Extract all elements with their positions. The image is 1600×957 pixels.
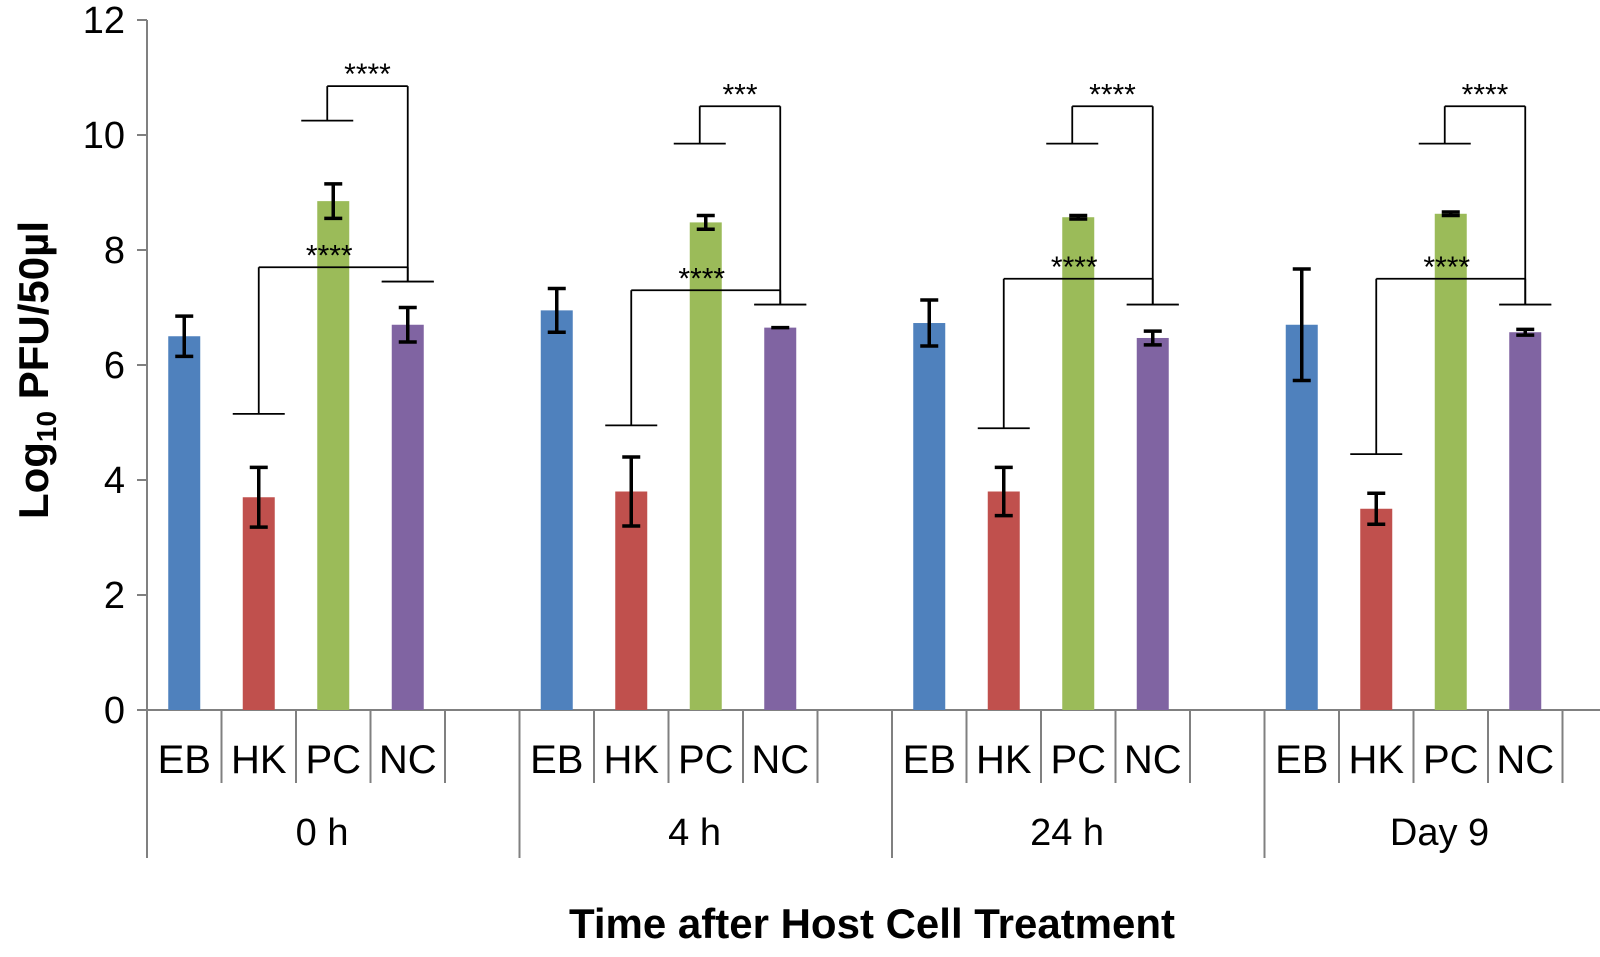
group-label: 4 h [668, 812, 721, 854]
y-tick-label: 6 [104, 345, 125, 387]
significance-label: **** [1051, 251, 1098, 284]
bar [615, 491, 648, 710]
category-label: NC [379, 738, 437, 782]
category-label: EB [1275, 738, 1328, 782]
bar [1360, 508, 1393, 710]
y-tick-label: 8 [104, 230, 125, 272]
y-tick-label: 10 [83, 115, 125, 157]
category-label: EB [903, 738, 956, 782]
category-label: HK [1348, 738, 1404, 782]
category-label: PC [1050, 738, 1106, 782]
bar [689, 222, 722, 710]
bar [1062, 217, 1095, 710]
y-tick-label: 0 [104, 690, 125, 732]
group-label: Day 9 [1390, 812, 1489, 854]
bar [540, 310, 573, 710]
significance-label: **** [1423, 251, 1470, 284]
bar [242, 497, 275, 710]
category-label: EB [158, 738, 211, 782]
category-label: HK [603, 738, 659, 782]
bar [317, 201, 350, 710]
category-label: EB [530, 738, 583, 782]
bar [168, 336, 201, 710]
significance-label: *** [722, 78, 757, 111]
bar [1285, 324, 1318, 710]
category-label: PC [678, 738, 734, 782]
category-label: NC [1124, 738, 1182, 782]
category-label: HK [976, 738, 1032, 782]
significance-label: **** [678, 262, 725, 295]
bar [391, 324, 424, 710]
y-tick-label: 4 [104, 460, 125, 502]
significance-label: **** [1089, 78, 1136, 111]
significance-label: **** [344, 58, 391, 91]
x-axis-title: Time after Host Cell Treatment [569, 900, 1175, 947]
y-tick-label: 12 [83, 0, 125, 42]
significance-label: **** [1462, 78, 1509, 111]
bar [987, 491, 1020, 710]
bar [1136, 337, 1169, 710]
category-label: NC [1496, 738, 1554, 782]
category-label: PC [1423, 738, 1479, 782]
x-axis-categories: EB HK PC NC 0 h EB HK PC NC 4 h EB HK PC NC 24 h EB HK PC… [146, 710, 1564, 858]
y-tick-label: 2 [104, 575, 125, 617]
bar [1509, 332, 1542, 710]
category-label: HK [231, 738, 287, 782]
category-label: PC [305, 738, 361, 782]
bar [913, 323, 946, 710]
error-bars [175, 182, 1535, 529]
group-label: 24 h [1030, 812, 1104, 854]
bars [168, 201, 1542, 710]
category-label: NC [751, 738, 809, 782]
group-label: 0 h [296, 812, 349, 854]
bar [764, 327, 797, 710]
y-axis-title: Log10 PFU/50µl [10, 221, 62, 519]
bar [1434, 213, 1467, 710]
significance-brackets: ******************************* [232, 58, 1552, 456]
significance-label: **** [306, 239, 353, 272]
